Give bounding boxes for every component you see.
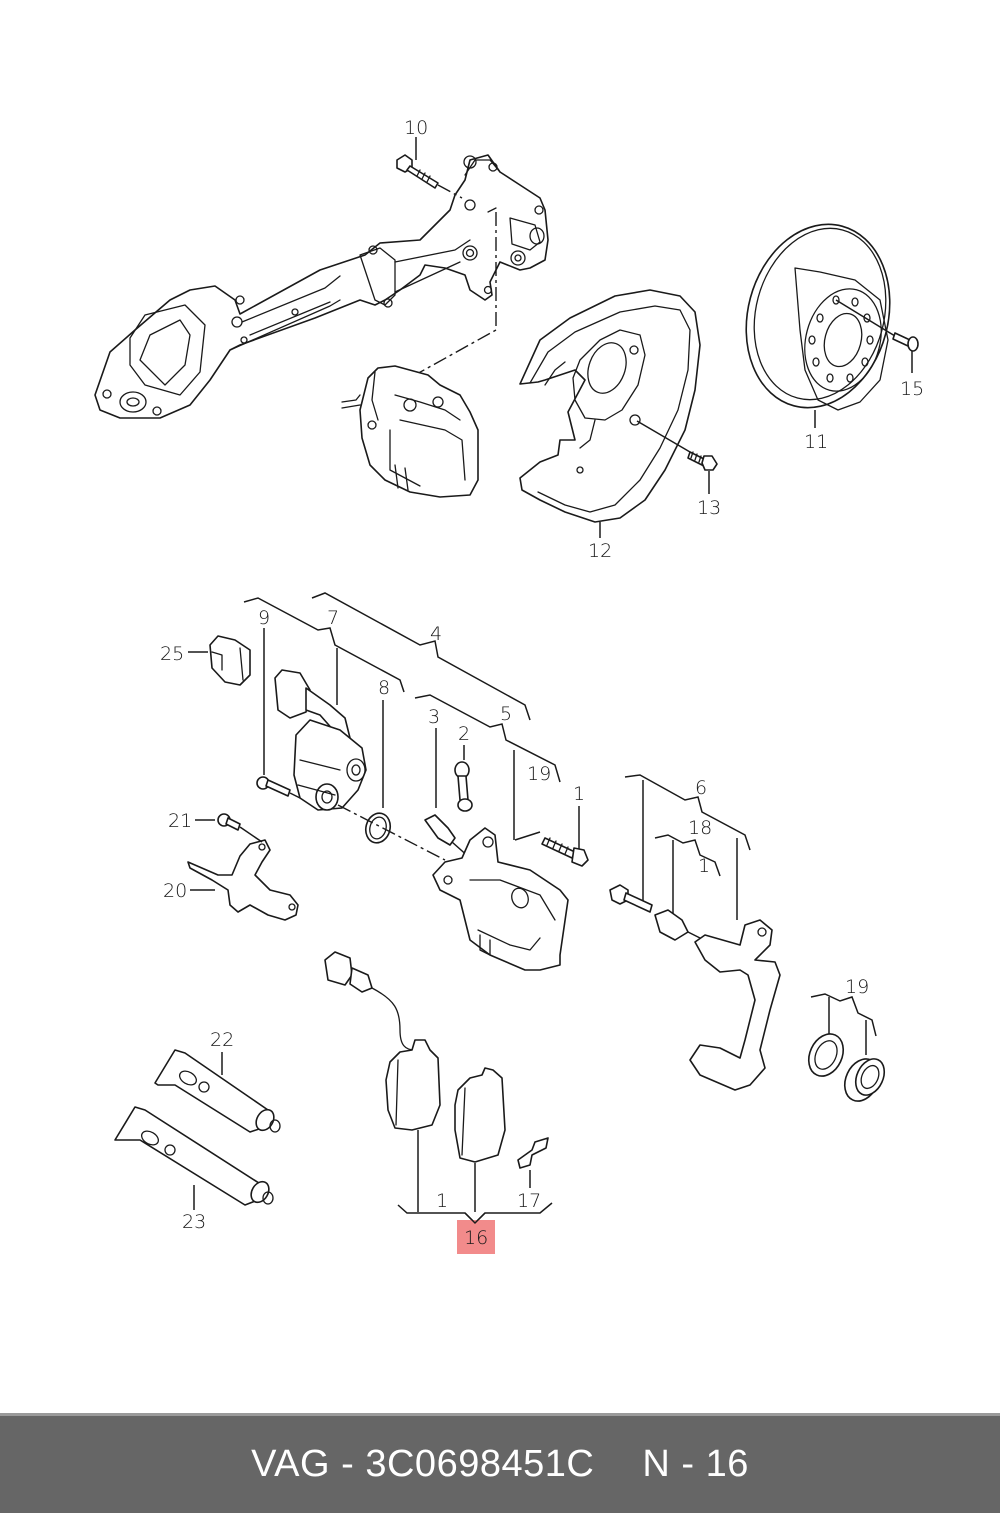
callout-19-upper: 19	[527, 763, 551, 785]
callout-15: 15	[900, 378, 924, 400]
bushing-19	[843, 1058, 886, 1102]
position-prefix: N	[642, 1443, 671, 1485]
callout-1-caliper-bolt: 1	[573, 783, 585, 805]
callout-17: 17	[517, 1190, 541, 1212]
callout-5: 5	[500, 703, 512, 725]
bracket-20	[187, 839, 299, 921]
brake-pad	[454, 1067, 506, 1163]
callout-7: 7	[327, 607, 339, 629]
brake-pad-with-sensor	[385, 1039, 441, 1131]
callout-2: 2	[458, 723, 470, 745]
bleeder-valve-3	[424, 814, 471, 859]
position-separator: -	[681, 1443, 695, 1485]
parts-diagram: 10 13 12	[94, 117, 924, 1254]
callout-6: 6	[695, 777, 707, 799]
dust-cap-2	[454, 761, 473, 812]
callout-23: 23	[182, 1211, 206, 1233]
part-info-footer: VAG - 3C0698451C N - 16	[0, 1413, 1000, 1513]
caliper-guide-bolt-1	[541, 837, 589, 867]
highlighted-callout-16[interactable]: 16	[457, 1212, 495, 1254]
screw-21	[217, 813, 263, 843]
brake-splash-shield-12	[519, 289, 701, 523]
parking-brake-motor-7	[274, 669, 367, 811]
grease-tube-23	[114, 1106, 274, 1206]
spring-clip-17	[517, 1137, 549, 1169]
callout-20: 20	[163, 880, 187, 902]
callout-3: 3	[428, 706, 440, 728]
callout-1-pad: 1	[436, 1190, 448, 1212]
bolt-10	[396, 154, 463, 199]
wear-sensor-connector	[324, 951, 416, 1051]
brake-caliper-5	[432, 827, 569, 971]
callout-10: 10	[404, 117, 428, 139]
callout-13: 13	[697, 497, 721, 519]
grease-tube-22	[154, 1049, 281, 1133]
seal-ring-19	[807, 1033, 845, 1077]
callout-19-lower: 19	[845, 976, 869, 998]
callout-4: 4	[430, 623, 442, 645]
callout-11: 11	[804, 431, 828, 453]
brand-label: VAG	[251, 1443, 331, 1485]
brake-disc-11	[745, 223, 891, 411]
position-number: 16	[705, 1443, 749, 1485]
callout-22: 22	[210, 1029, 234, 1051]
callout-1-guide: 1	[698, 855, 710, 877]
brake-carrier-6	[609, 884, 781, 1091]
bolt-13	[636, 420, 718, 471]
part-number: 3C0698451C	[365, 1443, 595, 1485]
callout-25: 25	[160, 643, 184, 665]
connector-housing-25	[209, 635, 251, 686]
screw-15	[835, 299, 919, 352]
callout-16: 16	[464, 1227, 488, 1249]
callout-18: 18	[688, 817, 712, 839]
callout-9: 9	[258, 607, 270, 629]
screw-9	[256, 776, 301, 799]
rear-axle-beam	[94, 154, 549, 419]
o-ring-8	[337, 804, 446, 861]
callout-21: 21	[168, 810, 192, 832]
brake-caliper-assembled	[341, 365, 479, 498]
separator: -	[341, 1443, 355, 1485]
callout-12: 12	[588, 540, 612, 562]
group-brackets	[243, 592, 877, 1225]
callout-8: 8	[378, 677, 390, 699]
